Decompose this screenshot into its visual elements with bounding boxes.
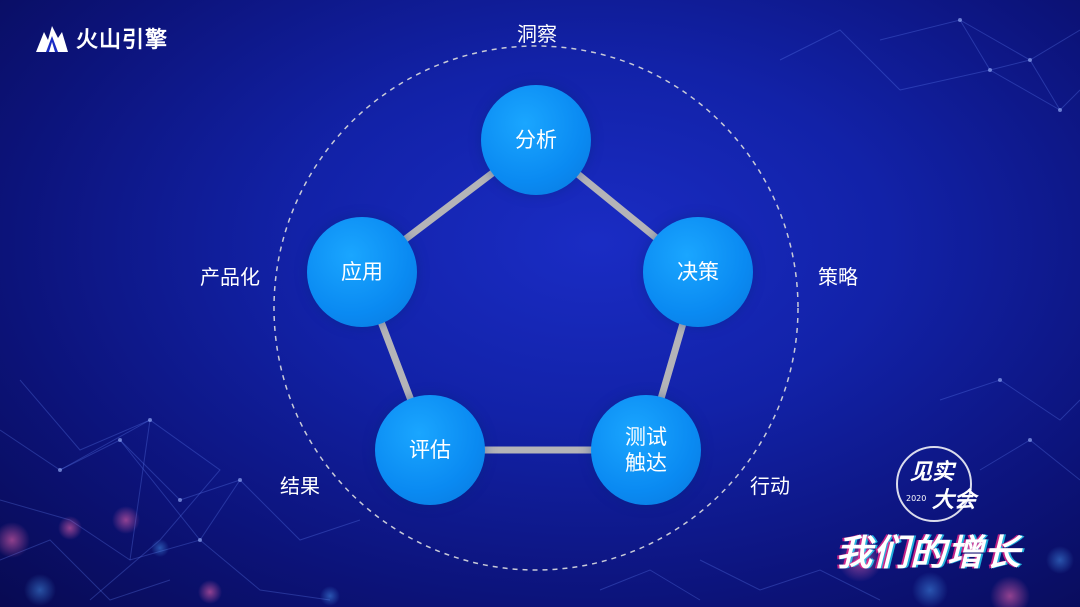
label-productize: 产品化 [200,265,260,289]
badge-title-line2: 大会 [932,488,977,513]
node-test-reach-label: 测试 触达 [625,424,667,475]
brand-logo: 火山引擎 [34,22,168,54]
node-evaluate-label: 评估 [409,437,451,462]
node-analysis-label: 分析 [515,127,557,152]
badge-year: 2020 [906,494,927,503]
label-result: 结果 [280,474,320,498]
node-apply: 应用 [307,217,417,327]
brand-name: 火山引擎 [76,28,169,53]
node-decision: 决策 [643,217,753,327]
event-badge: 见实 大会 2020 我们的增长 [834,446,1044,576]
label-insight: 洞察 [517,22,557,46]
badge-title-line1: 见实 [910,460,955,485]
label-action: 行动 [750,474,790,498]
volcano-logo-icon [36,26,68,52]
outer-dashed-circle [273,45,799,571]
node-analysis: 分析 [481,85,591,195]
badge-slogan: 我们的增长 [836,533,1022,574]
node-apply-label: 应用 [341,259,383,284]
node-test-reach: 测试 触达 [591,395,701,505]
node-decision-label: 决策 [677,259,719,284]
node-evaluate: 评估 [375,395,485,505]
badge-ring [896,446,972,522]
label-strategy: 策略 [818,265,858,289]
